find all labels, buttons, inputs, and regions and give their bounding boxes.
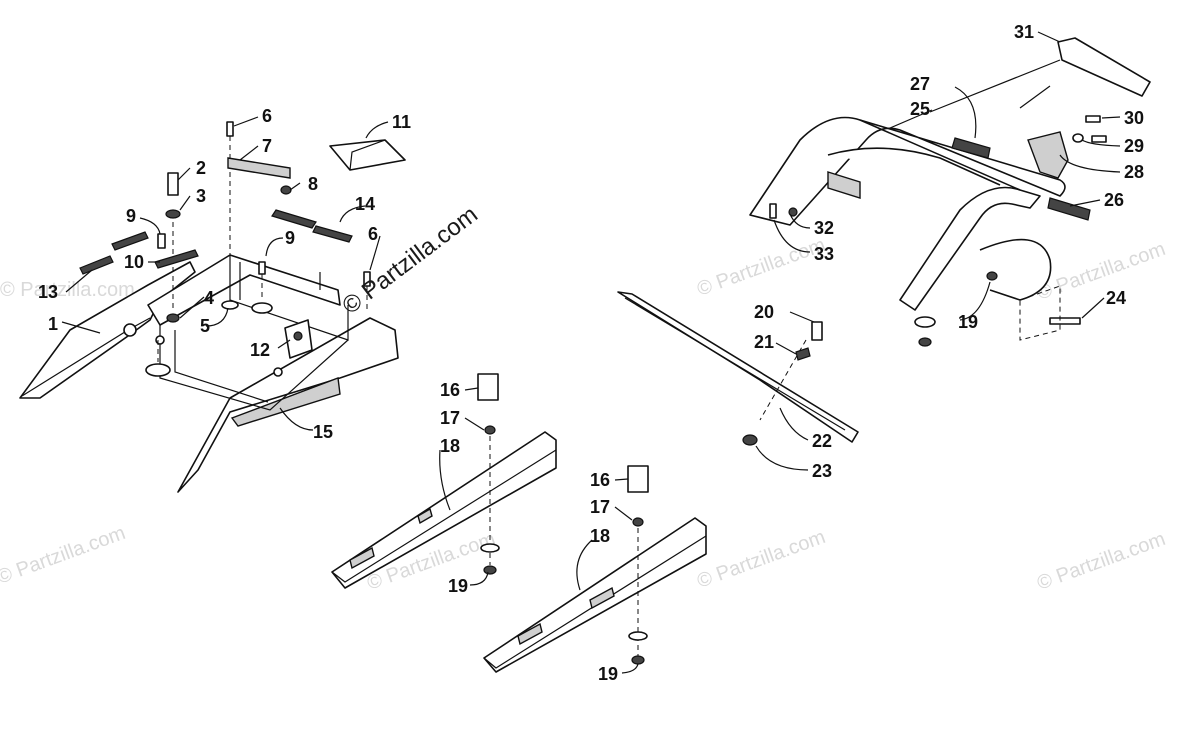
watermark-text: © Partzilla.com	[694, 234, 828, 301]
callout-30: 30	[1124, 108, 1144, 128]
strap	[154, 249, 199, 269]
washer	[165, 209, 181, 219]
bolt	[484, 425, 496, 435]
bumper-tube	[899, 186, 1041, 311]
bolt	[632, 517, 644, 527]
callout-26: 26	[1104, 190, 1124, 210]
left-hardware	[79, 121, 406, 377]
bolt	[1049, 317, 1081, 325]
callout-8: 8	[308, 174, 318, 194]
screw	[157, 233, 166, 249]
runner	[331, 431, 557, 589]
callout-18-b: 18	[590, 526, 610, 546]
pad	[271, 209, 317, 229]
seat-support-frame	[19, 254, 399, 493]
callout-18: 18	[440, 436, 460, 456]
nut	[166, 313, 180, 323]
pad	[111, 231, 149, 251]
callout-33: 33	[814, 244, 834, 264]
watermark-text: © Partzilla.com	[1034, 238, 1168, 305]
callout-29: 29	[1124, 136, 1144, 156]
callout-32: 32	[814, 218, 834, 238]
nut	[788, 207, 798, 217]
callout-4: 4	[204, 288, 214, 308]
leader-lines	[61, 31, 1121, 674]
left-rail	[19, 261, 196, 399]
watermark-text: © Partzilla.com	[694, 526, 828, 593]
callout-9-right: 9	[285, 228, 295, 248]
pad	[312, 225, 353, 243]
callout-9: 9	[126, 206, 136, 226]
nut	[742, 434, 758, 446]
decal	[1047, 197, 1091, 221]
callout-labels: 1 2 3 4 5 6 7 8 9 10 11 12 13 14 15 9 6 …	[38, 22, 1144, 684]
callout-2: 2	[196, 158, 206, 178]
callout-24: 24	[1106, 288, 1126, 308]
callout-23: 23	[812, 461, 832, 481]
callout-27: 27	[910, 74, 930, 94]
rail-decal	[230, 377, 341, 427]
callout-19-c: 19	[958, 312, 978, 332]
callout-3: 3	[196, 186, 206, 206]
spacer	[627, 465, 649, 493]
plate	[617, 291, 859, 443]
callout-16-b: 16	[590, 470, 610, 490]
bumper-loop	[979, 238, 1052, 301]
callout-17-b: 17	[590, 497, 610, 517]
callout-6: 6	[262, 106, 272, 126]
rear-bumper	[749, 37, 1151, 347]
rear-plate	[617, 291, 859, 446]
callout-25: 25	[910, 99, 930, 119]
callout-22: 22	[812, 431, 832, 451]
callout-13: 13	[38, 282, 58, 302]
callout-21: 21	[754, 332, 774, 352]
bolt	[1091, 135, 1107, 143]
callout-1: 1	[48, 314, 58, 334]
pad	[79, 255, 114, 275]
nut	[280, 185, 292, 195]
watermark-text: © Partzilla.com	[0, 522, 128, 589]
watermark-center: © Partzilla.com	[337, 201, 482, 320]
cover	[329, 139, 406, 171]
runner-right	[483, 465, 707, 673]
adhesive-pad	[227, 157, 291, 179]
callout-14: 14	[355, 194, 375, 214]
runner-left	[331, 373, 557, 589]
callout-20: 20	[754, 302, 774, 322]
callout-7: 7	[262, 136, 272, 156]
callout-10: 10	[124, 252, 144, 272]
spacer	[477, 373, 499, 401]
callout-11: 11	[392, 112, 411, 132]
washer	[1072, 133, 1084, 143]
callout-19: 19	[448, 576, 468, 596]
screw	[258, 261, 266, 275]
callout-5: 5	[200, 316, 210, 336]
bolt	[167, 172, 179, 196]
bolt	[1085, 115, 1101, 123]
bolt	[769, 203, 777, 219]
bumper-tube	[749, 116, 1066, 226]
watermark-text: © Partzilla.com	[1034, 528, 1168, 595]
callout-12: 12	[250, 340, 270, 360]
washer	[221, 300, 239, 310]
washer	[795, 347, 811, 361]
callout-6-right: 6	[368, 224, 378, 244]
callout-16: 16	[440, 380, 460, 400]
callout-17: 17	[440, 408, 460, 428]
callout-28: 28	[1124, 162, 1144, 182]
decal	[951, 137, 991, 159]
watermark-text: © Partzilla.com	[0, 279, 135, 301]
callout-31: 31	[1014, 22, 1034, 42]
callout-15: 15	[313, 422, 333, 442]
bolt	[811, 321, 823, 341]
hitch	[1027, 131, 1069, 179]
callout-19-b: 19	[598, 664, 618, 684]
rivet	[226, 121, 234, 137]
grip	[1057, 37, 1151, 97]
